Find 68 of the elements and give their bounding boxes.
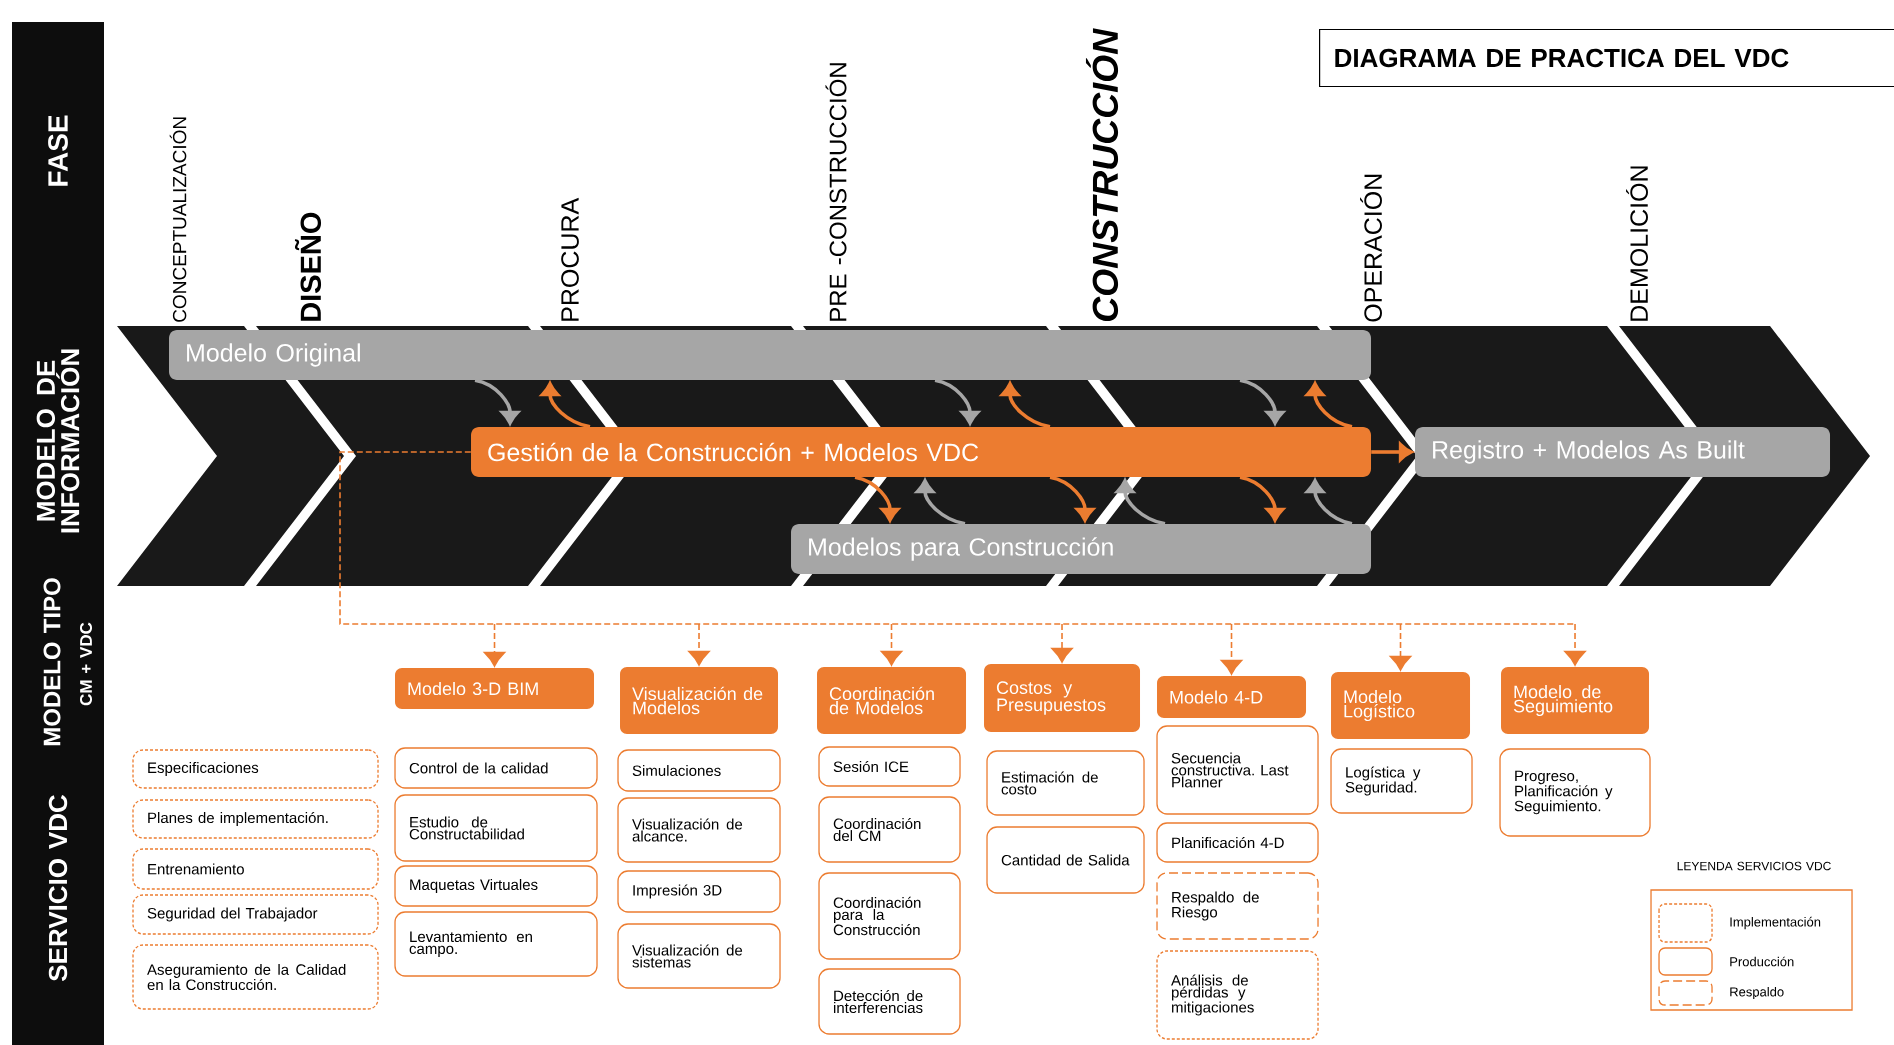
service-box: Visualización de sistemas [617,923,781,989]
service-box: Estudio de Constructabilidad [394,794,598,862]
dashed-connector [1051,623,1073,663]
dashed-connector [1389,623,1412,671]
phase-label: OPERACIÓN [1360,174,1382,322]
service-box: Levantamiento en campo. [394,911,598,977]
phase-label: DEMOLICIÓN [1626,166,1648,321]
curved-arrow [474,378,520,425]
sidebar-label: MODELO TIPO [43,578,61,746]
legend-text: Producción [1730,956,1794,967]
service-box: Detección de interferencias [818,968,961,1035]
service-box: Progreso, Planificación y Seguimiento. [1499,748,1651,837]
service-box: Simulaciones [617,749,781,792]
model-bar: Modelo Original [169,330,1371,380]
service-box: Sesión ICE [818,746,961,787]
legend-text: Respaldo [1730,986,1784,1000]
sidebar-label: MODELO DE INFORMACIÓN [36,349,80,533]
dashed-connector [880,623,903,666]
sidebar-label: SERVICIO VDC [48,794,68,981]
dashed-connector [1564,623,1586,666]
sidebar-label: FASE [48,115,68,186]
service-box: Aseguramiento de la Calidad en la Construcción. [132,944,379,1010]
service-box: Respaldo de Riesgo [1156,872,1319,940]
phase-label: CONSTRUCCIÓN [1085,28,1119,322]
service-box: Coordinación para la Construcción [818,872,961,960]
service-box: Logística y Seguridad. [1330,748,1473,814]
curved-arrow [934,378,980,425]
service-box: Entrenamiento [132,848,379,890]
dashed-connector [1220,623,1243,675]
service-box: Maquetas Virtuales [394,865,598,907]
service-box: Control de la calidad [394,747,598,789]
service-box: Impresión 3D [617,870,781,913]
curved-arrow [540,382,591,429]
arrow [1371,442,1413,462]
curved-arrow [1000,382,1051,429]
curved-arrow [1239,378,1285,425]
model-type-box: Costos y Presupuestos [984,664,1140,732]
service-box: Secuencia constructiva. Last Planner [1156,725,1319,815]
service-box: Seguridad del Trabajador [132,894,379,935]
model-type-box: Modelo de Seguimiento [1501,667,1649,734]
title-box: DIAGRAMA DE PRACTICA DEL VDC [1319,28,1894,88]
service-box: Planes de implementación. [132,799,379,839]
service-box: Visualización de alcance. [617,797,781,863]
curved-arrow [915,479,966,526]
model-type-box: Modelo Logístico [1331,672,1470,739]
curved-arrow [1115,479,1166,526]
service-box: Coordinación del CM [818,796,961,863]
model-bar: Registro + Modelos As Built [1415,427,1830,477]
model-type-box: Coordinación de Modelos [817,667,966,734]
curved-arrow [1305,479,1353,526]
dashed-connector [483,623,506,667]
legend-text: Implementación [1730,916,1821,930]
service-box: Cantidad de Salida [986,826,1145,894]
service-box: Planificación 4-D [1156,822,1319,863]
service-box: Especificaciones [132,749,379,789]
service-box: Estimación de costo [986,750,1145,816]
service-box: Análisis de pérdidas y mitigaciones [1156,950,1319,1040]
dashed-connector [339,451,1576,625]
legend-title: LEYENDA SERVICIOS VDC [1677,861,1831,871]
sidebar-label: CM + VDC [80,622,93,706]
model-type-box: Visualización de Modelos [620,667,778,734]
model-bar: Gestión de la Construcción + Modelos VDC [471,427,1371,477]
curved-arrow [1049,475,1095,522]
curved-arrow [1305,382,1353,429]
curved-arrow [1239,475,1285,522]
model-bar: Modelos para Construcción [791,524,1371,574]
dashed-connector [688,623,710,666]
curved-arrow [854,475,900,522]
